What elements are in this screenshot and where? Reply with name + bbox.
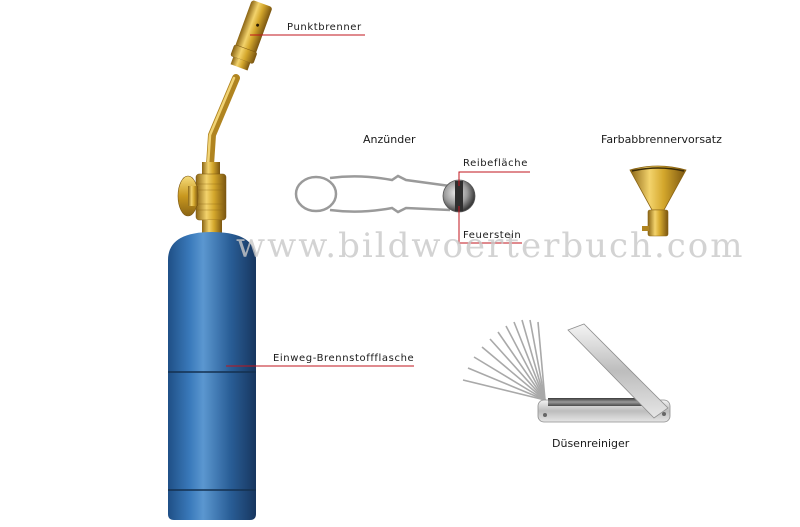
title-duesenreiniger: Düsenreiniger xyxy=(552,437,630,450)
leader-lines xyxy=(226,34,530,367)
flame-spreader-illustration xyxy=(629,165,687,237)
torch-head-illustration xyxy=(177,0,272,234)
leader-feuerstein xyxy=(458,206,522,244)
watermark: www.bildwoerterbuch.com xyxy=(236,226,745,266)
leader-reibeflaeche xyxy=(458,171,530,186)
fuel-cylinder-illustration xyxy=(168,232,256,520)
igniter-illustration xyxy=(294,174,476,214)
label-punktbrenner: Punktbrenner xyxy=(287,22,362,33)
label-einweg-brennstoffflasche: Einweg-Brennstoffflasche xyxy=(273,353,415,364)
title-anzuender: Anzünder xyxy=(363,133,416,146)
label-feuerstein: Feuerstein xyxy=(463,230,522,241)
label-reibeflaeche: Reibefläche xyxy=(463,158,528,169)
tip-cleaner-illustration xyxy=(462,319,671,423)
title-farbabbrennervorsatz: Farbabbrennervorsatz xyxy=(601,133,722,146)
